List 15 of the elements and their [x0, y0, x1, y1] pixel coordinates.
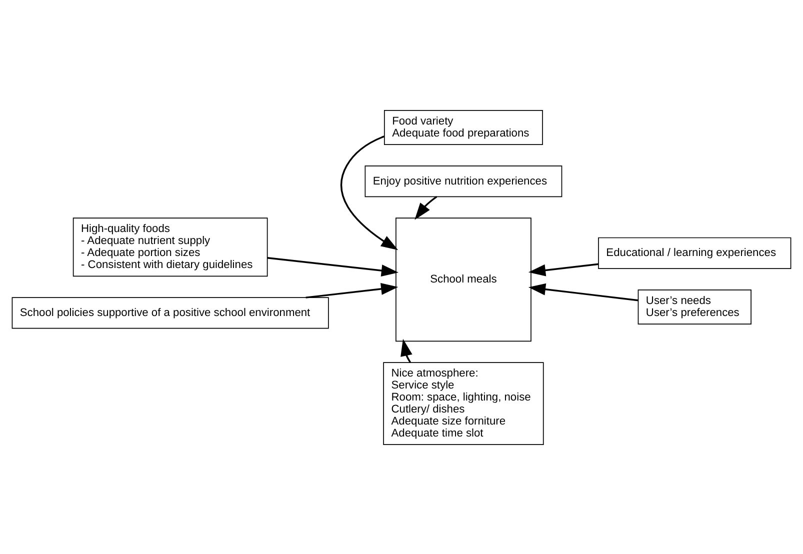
node-box: User’s needs User’s preferences: [638, 288, 752, 324]
arrow: [340, 135, 398, 250]
node-box: School meals: [396, 217, 532, 342]
arrow: [528, 262, 598, 276]
node-box: Nice atmosphere: Service style Room: space, lighting, noise Cutlery/ dishes Adequate size forniture Adequate time slot: [383, 362, 544, 444]
arrow: [306, 282, 398, 298]
arrow: [267, 256, 399, 276]
node-box: Educational / learning experiences: [598, 236, 792, 268]
arrow: [414, 196, 438, 220]
node-box: High-quality foods - Adequate nutrient supply - Adequate portion sizes - Consistent with dietary guidelines: [72, 217, 268, 276]
arrow: [528, 282, 638, 301]
arrow: [400, 338, 412, 362]
node-box: School policies supportive of a positive school environment: [12, 296, 329, 328]
node-box: Enjoy positive nutrition experiences: [364, 165, 562, 197]
node-box: Food variety Adequate food preparations: [384, 110, 543, 145]
